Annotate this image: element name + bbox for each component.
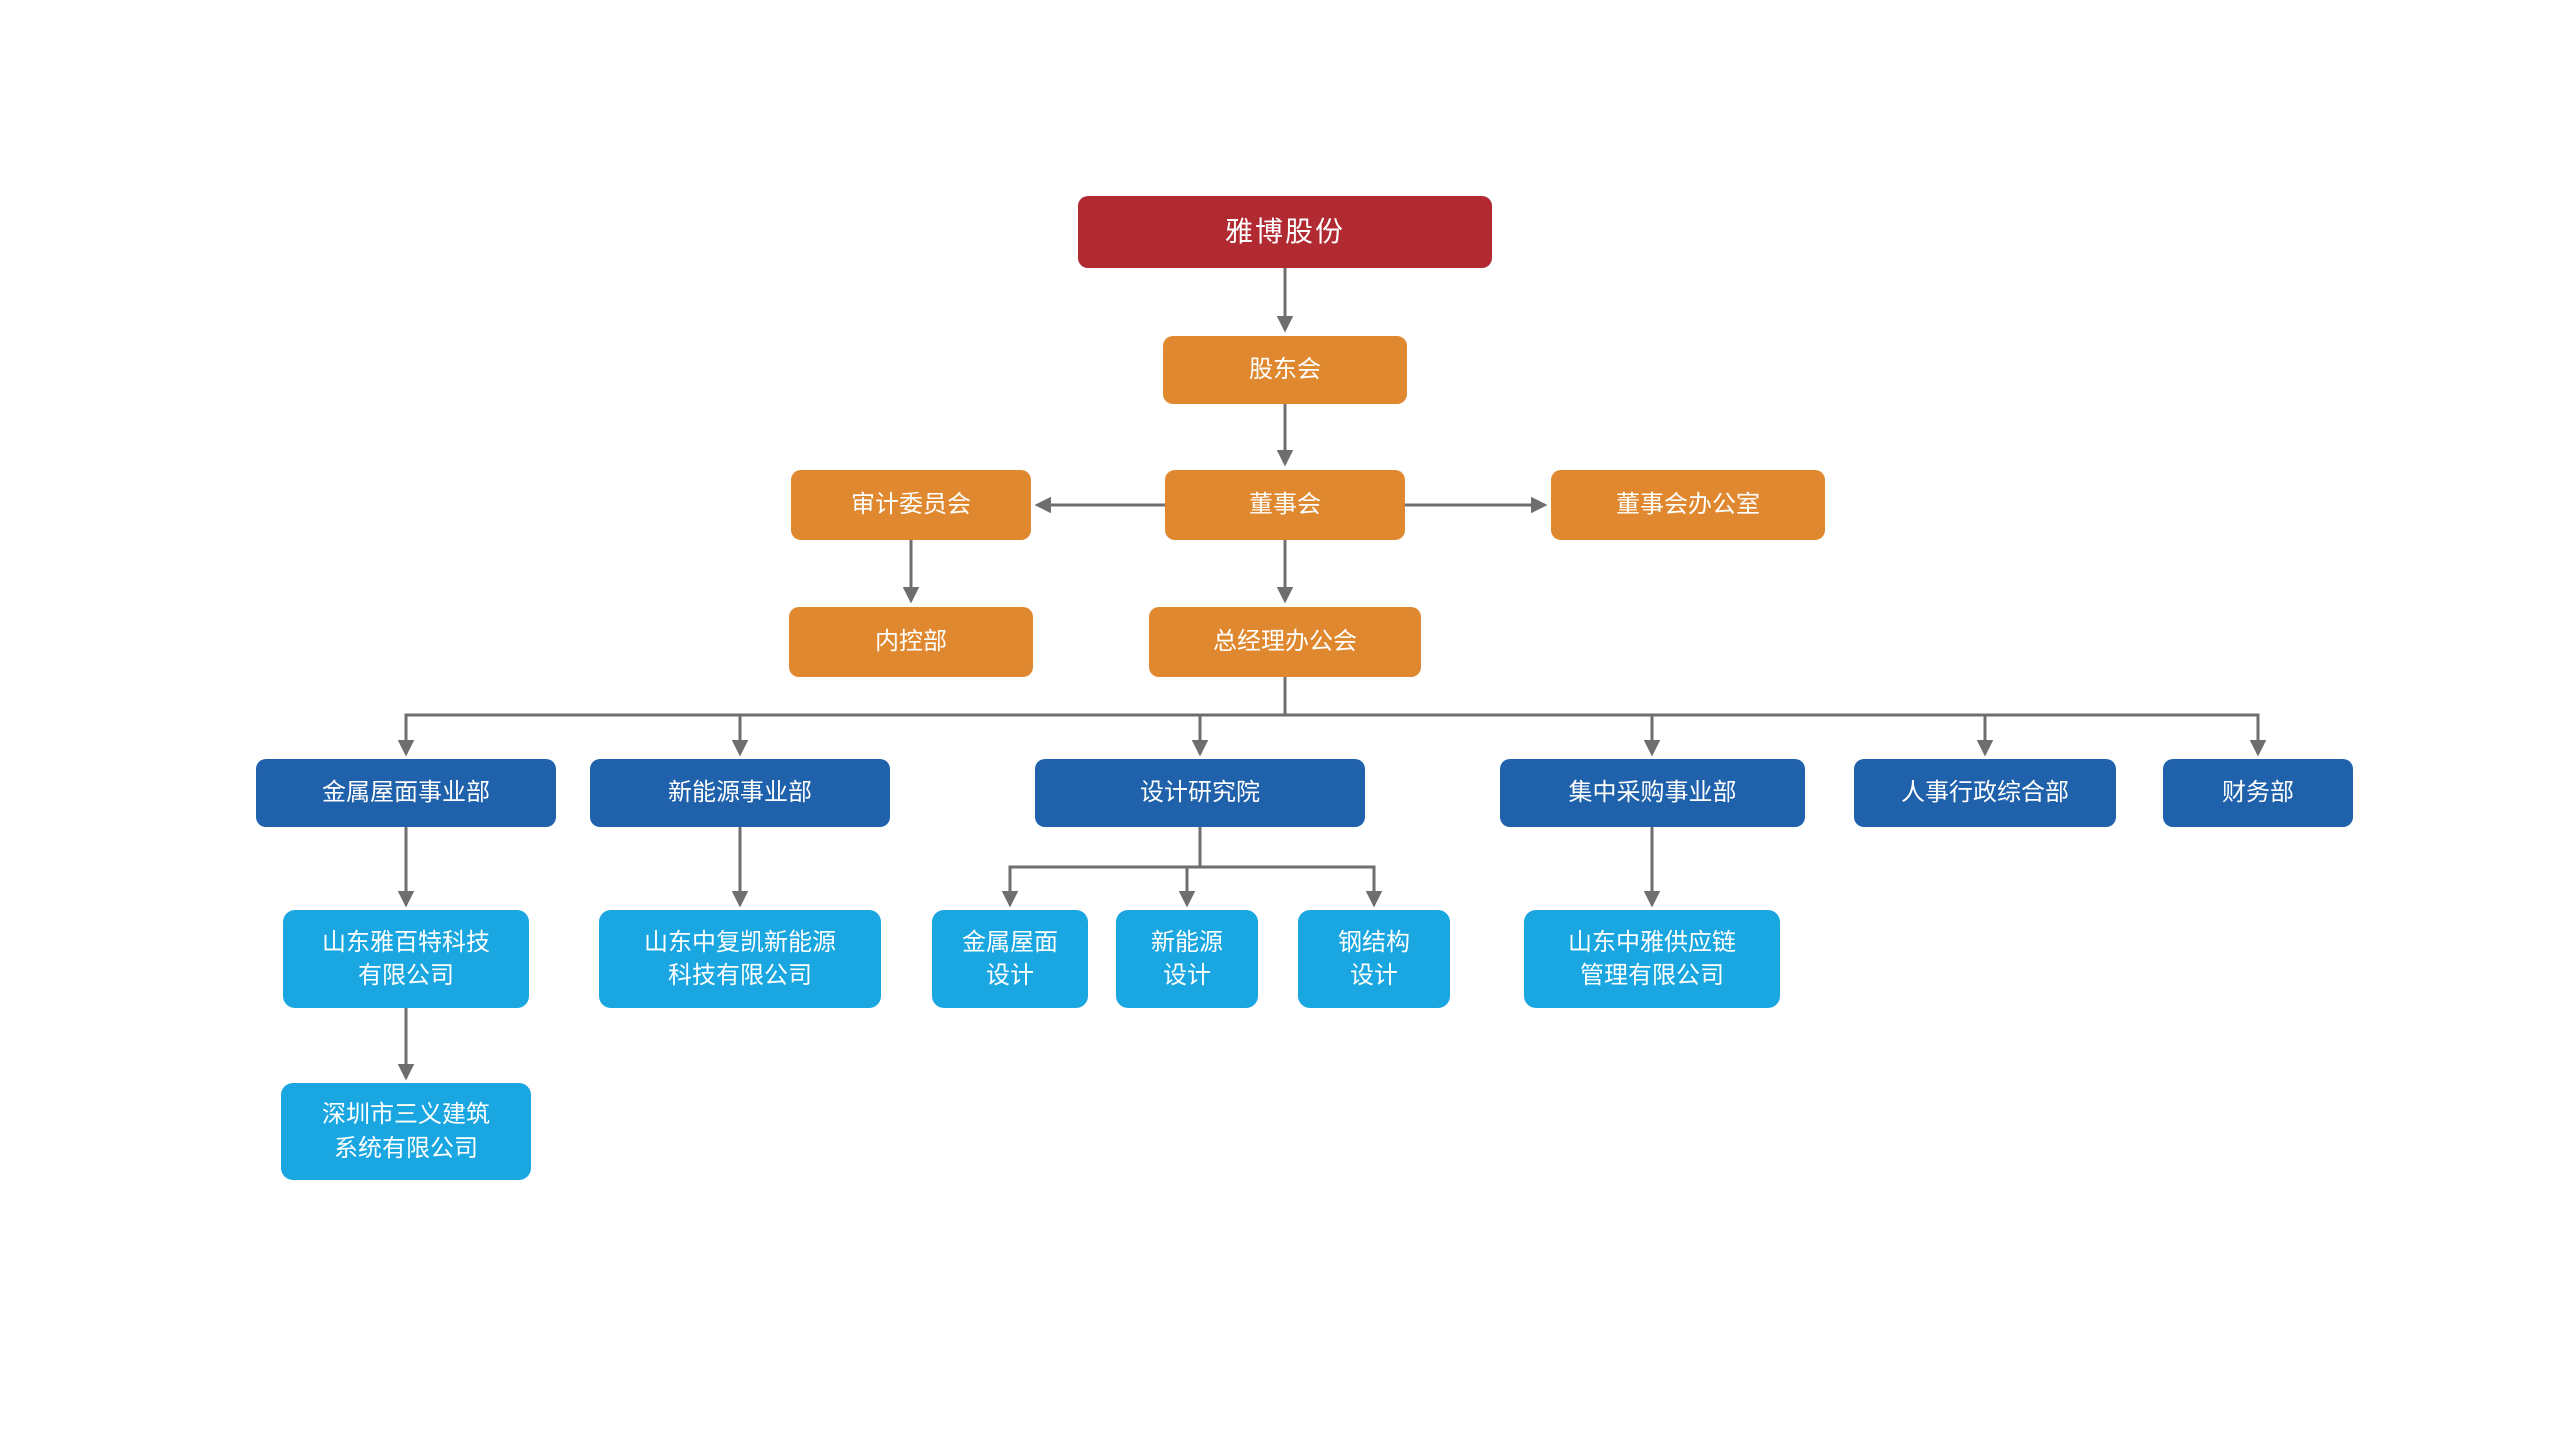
org-node-sub-sanyi: 深圳市三义建筑 系统有限公司 — [281, 1083, 531, 1180]
org-node-dept-finance: 财务部 — [2163, 759, 2353, 827]
org-node-gm-office: 总经理办公会 — [1149, 607, 1421, 677]
org-node-board: 董事会 — [1165, 470, 1405, 540]
org-node-board-office: 董事会办公室 — [1551, 470, 1825, 540]
org-node-dept-new-energy: 新能源事业部 — [590, 759, 890, 827]
org-node-sub-metal-roof-design: 金属屋面 设计 — [932, 910, 1088, 1008]
org-node-internal-control: 内控部 — [789, 607, 1033, 677]
org-node-sub-yabaite: 山东雅百特科技 有限公司 — [283, 910, 529, 1008]
org-node-shareholders-meeting: 股东会 — [1163, 336, 1407, 404]
org-node-sub-zhongya-supply: 山东中雅供应链 管理有限公司 — [1524, 910, 1780, 1008]
org-node-dept-procurement: 集中采购事业部 — [1500, 759, 1805, 827]
org-node-sub-steel-design: 钢结构 设计 — [1298, 910, 1450, 1008]
org-node-dept-hr-admin: 人事行政综合部 — [1854, 759, 2116, 827]
org-node-root: 雅博股份 — [1078, 196, 1492, 268]
org-node-sub-zhongfukai: 山东中复凯新能源 科技有限公司 — [599, 910, 881, 1008]
org-node-audit-committee: 审计委员会 — [791, 470, 1031, 540]
org-node-dept-design-institute: 设计研究院 — [1035, 759, 1365, 827]
org-node-sub-new-energy-design: 新能源 设计 — [1116, 910, 1258, 1008]
org-node-dept-metal-roof: 金属屋面事业部 — [256, 759, 556, 827]
